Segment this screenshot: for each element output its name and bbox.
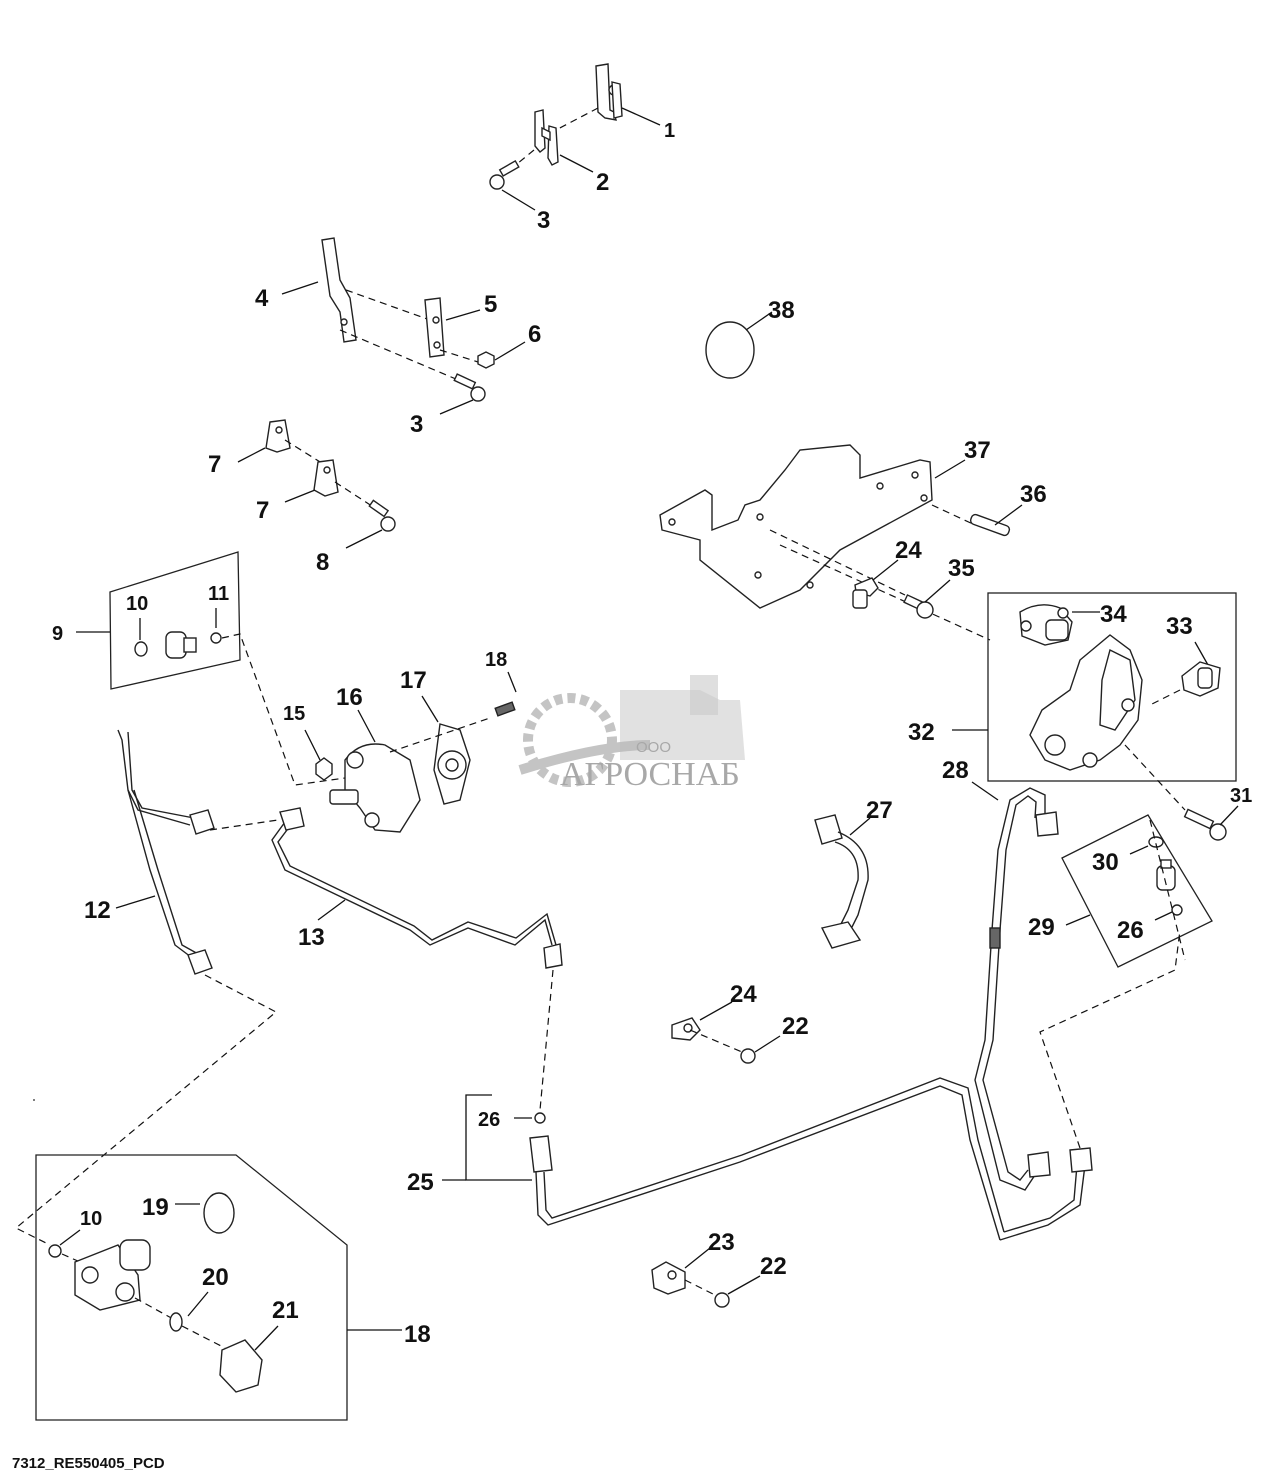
callout-22a: 22 xyxy=(782,1013,809,1040)
callout-28: 28 xyxy=(942,757,969,784)
callout-9: 9 xyxy=(52,623,63,645)
part-4-bracket[interactable] xyxy=(321,237,357,343)
part-38-plug[interactable] xyxy=(705,321,755,379)
part-14-sensor-body[interactable] xyxy=(329,743,421,833)
part-21-cap-nut[interactable] xyxy=(219,1339,263,1393)
part-10-oring[interactable] xyxy=(134,641,148,657)
part-16-pin[interactable] xyxy=(494,701,516,717)
callout-16: 18 xyxy=(485,649,507,671)
part-3-bolt-b[interactable] xyxy=(453,373,486,402)
callout-36: 36 xyxy=(1020,481,1047,508)
callout-29: 29 xyxy=(1028,914,1055,941)
callout-31: 31 xyxy=(1230,785,1252,807)
kit-29-box xyxy=(1061,814,1213,968)
part-7-tab-a[interactable] xyxy=(265,419,291,453)
part-28-tube[interactable] xyxy=(974,787,1059,1191)
callout-27: 27 xyxy=(866,797,893,824)
callout-14: 16 xyxy=(336,684,363,711)
part-29-valve[interactable] xyxy=(1156,859,1176,891)
part-6-nut[interactable] xyxy=(477,351,495,369)
callout-23: 23 xyxy=(708,1229,735,1256)
part-36-stud[interactable] xyxy=(969,513,1011,537)
part-24-clip-b[interactable] xyxy=(671,1017,701,1041)
callout-20: 20 xyxy=(202,1264,229,1291)
part-12-tube[interactable] xyxy=(117,729,215,975)
part-37-bracket[interactable] xyxy=(659,444,933,609)
callout-24a: 24 xyxy=(895,537,922,564)
callout-24b: 24 xyxy=(730,981,757,1008)
part-11-seal[interactable] xyxy=(210,632,222,644)
part-26b-seal[interactable] xyxy=(1171,904,1183,916)
part-17-tube[interactable] xyxy=(271,807,563,969)
callout-25: 25 xyxy=(407,1169,434,1196)
part-34-sensor[interactable] xyxy=(1019,604,1073,646)
callout-30: 30 xyxy=(1092,849,1119,876)
part-23-clip[interactable] xyxy=(651,1261,686,1295)
kit-18-box xyxy=(35,1154,348,1421)
part-5-plate[interactable] xyxy=(424,297,445,358)
callout-34: 34 xyxy=(1100,601,1127,628)
part-8-bolt[interactable] xyxy=(368,499,396,532)
callout-8: 8 xyxy=(316,549,329,576)
callout-4: 4 xyxy=(255,285,269,312)
callout-6: 6 xyxy=(528,321,541,348)
callout-15: 17 xyxy=(400,667,427,694)
part-30-washer[interactable] xyxy=(1148,836,1164,848)
callout-7a: 7 xyxy=(208,451,221,478)
part-7-tab-b[interactable] xyxy=(313,459,339,497)
part-3-bolt[interactable] xyxy=(489,159,520,190)
callout-35: 35 xyxy=(948,555,975,582)
part-24-clip-a[interactable] xyxy=(852,577,879,609)
callout-38: 38 xyxy=(768,297,795,324)
callout-2: 2 xyxy=(596,169,609,196)
part-1-clip[interactable] xyxy=(595,63,623,121)
part-27-tube[interactable] xyxy=(814,814,869,949)
callout-26b: 26 xyxy=(1117,917,1144,944)
kit-32-box xyxy=(987,592,1237,782)
callout-10: 10 xyxy=(126,593,148,615)
part-20-oring[interactable] xyxy=(169,1312,183,1332)
kit-9-box xyxy=(109,551,241,690)
part-9-fitting[interactable] xyxy=(165,631,197,659)
callout-26a: 26 xyxy=(478,1109,500,1131)
callout-5: 5 xyxy=(484,291,497,318)
callout-7b: 7 xyxy=(256,497,269,524)
part-2-clip[interactable] xyxy=(534,109,559,166)
callout-12: 12 xyxy=(84,897,111,924)
part-32-pump[interactable] xyxy=(1029,634,1143,771)
callout-22b: 22 xyxy=(760,1253,787,1280)
watermark-gear-icon xyxy=(523,693,617,787)
part-10b-oring[interactable] xyxy=(48,1244,62,1258)
watermark-name: АГРОСНАБ xyxy=(560,756,740,793)
callout-19: 19 xyxy=(142,1194,169,1221)
callout-11: 11 xyxy=(208,583,229,605)
part-15-gasket[interactable] xyxy=(433,723,471,805)
part-33-sensor[interactable] xyxy=(1181,661,1221,697)
callout-3b: 3 xyxy=(410,411,423,438)
part-31-bolt[interactable] xyxy=(1183,808,1227,841)
callout-32: 32 xyxy=(908,719,935,746)
part-19-oring[interactable] xyxy=(203,1192,235,1234)
part-25-tube[interactable] xyxy=(529,1077,1093,1241)
callout-17: 13 xyxy=(298,924,325,951)
callout-1: 1 xyxy=(664,120,675,142)
callout-33: 33 xyxy=(1166,613,1193,640)
part-22-bolt-a[interactable] xyxy=(740,1048,756,1064)
part-22-bolt-b[interactable] xyxy=(714,1292,730,1308)
callout-10b: 10 xyxy=(80,1208,102,1230)
callout-18: 18 xyxy=(404,1321,431,1348)
watermark-prefix: ООО xyxy=(636,739,671,756)
watermark-logo: ООО АГРОСНАБ xyxy=(518,675,745,793)
callout-37: 37 xyxy=(964,437,991,464)
figure-id-label: 7312_RE550405_PCD xyxy=(12,1455,165,1472)
part-26-seal[interactable] xyxy=(534,1112,546,1124)
callout-13: 15 xyxy=(283,703,305,725)
part-18-tee-fitting[interactable] xyxy=(74,1239,151,1311)
part-13-nut[interactable] xyxy=(315,757,333,781)
callout-21: 21 xyxy=(272,1297,299,1324)
callout-3: 3 xyxy=(537,207,550,234)
